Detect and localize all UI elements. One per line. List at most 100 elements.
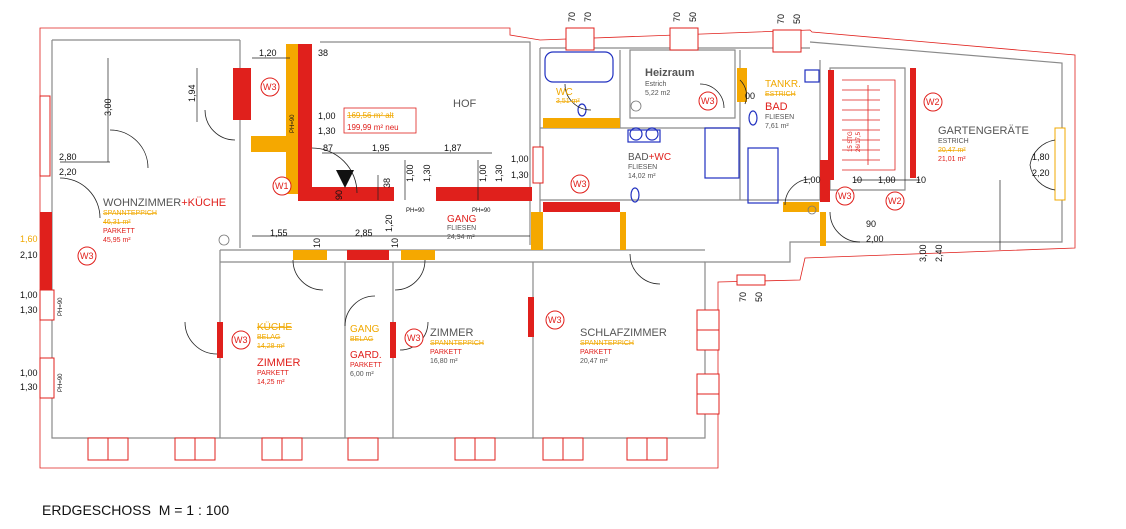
svg-text:W3: W3 (838, 191, 852, 201)
svg-text:W2: W2 (888, 196, 902, 206)
svg-text:1,20: 1,20 (384, 214, 394, 232)
svg-text:2,40: 2,40 (934, 244, 944, 262)
hof-area-box (343, 107, 417, 134)
schlaf-old-floor: SPANNTEPPICH (580, 340, 634, 347)
svg-text:1,30: 1,30 (422, 164, 432, 182)
zimmer1-name: ZIMMER (257, 357, 300, 369)
gard-area: 6,00 m² (350, 371, 374, 378)
svg-text:PH=90: PH=90 (58, 373, 64, 392)
svg-text:1,30: 1,30 (511, 170, 529, 180)
heater-equipment (218, 100, 817, 246)
stairs-size: 26/17,5 (856, 131, 862, 152)
heiz-area: 5,22 m2 (645, 90, 670, 97)
svg-text:1,00: 1,00 (478, 164, 488, 182)
svg-text:70: 70 (672, 12, 682, 22)
svg-text:W3: W3 (263, 82, 277, 92)
gang2-name: GANG (350, 324, 380, 335)
bad-floor: FLIESEN (765, 114, 794, 121)
svg-text:90: 90 (334, 190, 344, 200)
wohn-old-floor: SPANNTEPPICH (103, 210, 157, 217)
bad-area: 7,61 m² (765, 123, 789, 130)
svg-text:W1: W1 (275, 181, 289, 191)
doors (59, 79, 1056, 355)
garten-floor: ESTRICH (938, 138, 969, 145)
badwc-floor: FLIESEN (628, 164, 657, 171)
tank-name: TANKR. (765, 79, 801, 90)
dimension-lines (60, 57, 1001, 250)
svg-text:1,55: 1,55 (270, 228, 288, 238)
svg-text:2,85: 2,85 (355, 228, 373, 238)
svg-text:1,00: 1,00 (20, 290, 38, 300)
wc-name: WC (556, 87, 573, 98)
svg-text:2,10: 2,10 (20, 250, 38, 260)
svg-text:2,20: 2,20 (59, 167, 77, 177)
wc-area: 3,51 m² (556, 98, 580, 105)
staircase (842, 79, 896, 171)
svg-text:10: 10 (852, 175, 862, 185)
svg-text:1,30: 1,30 (318, 126, 336, 136)
svg-text:W3: W3 (548, 315, 562, 325)
svg-text:1,80: 1,80 (1032, 152, 1050, 162)
svg-text:PH=90: PH=90 (472, 208, 491, 214)
wall-tags: W3 W1 W3 W3 W3 W3 W3 W3 W3 W2 W2 (77, 77, 943, 350)
wohn-old-area: 46,31 m² (103, 219, 131, 226)
gard-floor: PARKETT (350, 362, 382, 369)
wohn-name: WOHNZIMMER+KÜCHE (103, 197, 226, 209)
svg-text:1,30: 1,30 (494, 164, 504, 182)
svg-text:90: 90 (866, 219, 876, 229)
zimmer2-name: ZIMMER (430, 327, 473, 339)
svg-text:PH=90: PH=90 (406, 208, 425, 214)
svg-text:W3: W3 (80, 251, 94, 261)
svg-text:1,94: 1,94 (187, 84, 197, 102)
zimmer1-floor: PARKETT (257, 370, 289, 377)
svg-text:70: 70 (583, 12, 593, 22)
svg-text:1,00: 1,00 (878, 175, 896, 185)
svg-text:2,80: 2,80 (59, 152, 77, 162)
schlaf-name: SCHLAFZIMMER (580, 327, 667, 339)
badwc-name: BAD+WC (628, 152, 671, 163)
svg-text:2,20: 2,20 (1032, 168, 1050, 178)
outer-outline (39, 27, 1076, 469)
tank-floor: ESTRICH (765, 91, 796, 98)
svg-text:PH=90: PH=90 (290, 114, 296, 133)
svg-text:1,00: 1,00 (511, 154, 529, 164)
svg-text:PH=90: PH=90 (58, 297, 64, 316)
svg-text:70: 70 (738, 292, 748, 302)
garten-area: 21,01 m² (938, 156, 966, 163)
heiz-name: Heizraum (645, 67, 695, 79)
svg-text:W3: W3 (234, 335, 248, 345)
svg-text:1,30: 1,30 (20, 382, 38, 392)
gang-floor: FLIESEN (447, 225, 476, 232)
svg-text:1,00: 1,00 (405, 164, 415, 182)
svg-text:1,30: 1,30 (20, 305, 38, 315)
svg-text:W3: W3 (407, 333, 421, 343)
wohn-area: 45,95 m² (103, 237, 131, 244)
cut-marker-triangle (336, 170, 354, 188)
fixtures (544, 51, 820, 204)
zimmer2-area: 16,80 m² (430, 358, 458, 365)
svg-text:1,00: 1,00 (20, 368, 38, 378)
svg-text:1,87: 1,87 (444, 143, 462, 153)
hof-area-old: 169,56 m² alt (347, 111, 394, 120)
gang2-belag: BELAG (350, 336, 373, 343)
zimmer1-area: 14,25 m² (257, 379, 285, 386)
svg-text:87: 87 (323, 143, 333, 153)
schlaf-floor: PARKETT (580, 349, 612, 356)
svg-text:3,00: 3,00 (918, 244, 928, 262)
svg-text:70: 70 (567, 12, 577, 22)
dimension-values: 1,20 38 1,94 3,00 1,00 1,30 87 1,95 1,87… (20, 12, 1050, 392)
svg-text:50: 50 (754, 292, 764, 302)
room-hof: HOF (453, 98, 477, 110)
ph-labels: PH=90 PH=90 PH=90 PH=90 PH=90 (58, 114, 491, 392)
plan-title: ERDGESCHOSS M = 1 : 100 (42, 502, 230, 518)
gang-name: GANG (447, 214, 477, 225)
stairs-label: 15 STG (848, 131, 854, 152)
svg-text:W3: W3 (573, 179, 587, 189)
svg-text:10: 10 (916, 175, 926, 185)
badwc-area: 14,02 m² (628, 173, 656, 180)
svg-text:70: 70 (776, 14, 786, 24)
garten-name: GARTENGERÄTE (938, 125, 1029, 137)
walls-new (40, 44, 916, 358)
zimmer2-old-floor: SPANNTEPPICH (430, 340, 484, 347)
